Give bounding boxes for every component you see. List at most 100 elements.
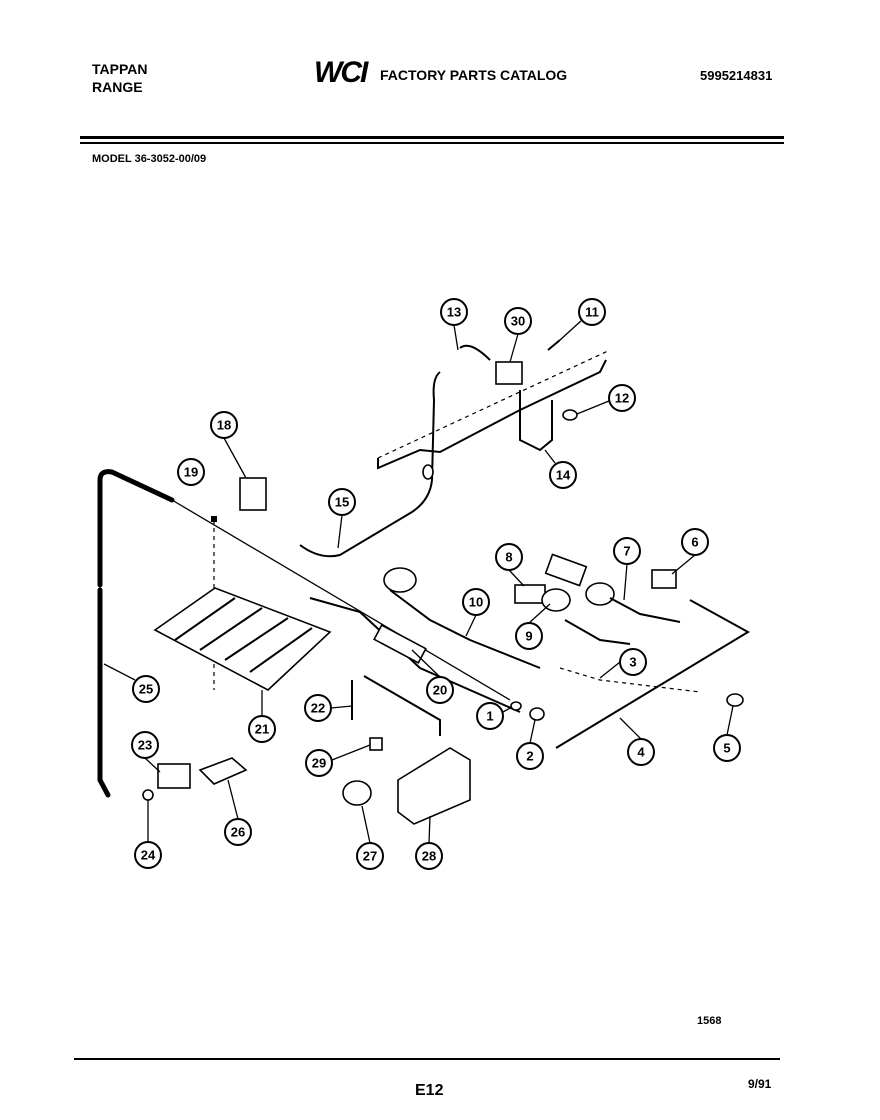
part-21-shield xyxy=(153,587,332,691)
part-10-tube xyxy=(389,589,541,669)
part-29-clip xyxy=(369,737,383,751)
callout-15: 15 xyxy=(328,488,356,516)
callout-22: 22 xyxy=(304,694,332,722)
callout-6: 6 xyxy=(681,528,709,556)
callout-14: 14 xyxy=(549,461,577,489)
svg-text:21: 21 xyxy=(255,722,269,737)
svg-text:18: 18 xyxy=(217,418,231,433)
svg-text:8: 8 xyxy=(505,550,512,565)
brand-name: TAPPAN xyxy=(92,61,148,77)
svg-text:3: 3 xyxy=(629,655,636,670)
catalog-title: FACTORY PARTS CATALOG xyxy=(380,67,568,83)
svg-text:25: 25 xyxy=(139,682,153,697)
page-number: E12 xyxy=(415,1082,444,1099)
part-11-screw xyxy=(547,339,561,351)
part-23-thermostat xyxy=(157,763,191,789)
part-21-ribs xyxy=(174,597,313,673)
part-7-tube xyxy=(609,597,681,623)
leader-3 xyxy=(559,667,701,693)
callout-18: 18 xyxy=(210,411,238,439)
svg-text:19: 19 xyxy=(184,465,198,480)
svg-text:7: 7 xyxy=(623,544,630,559)
svg-text:28: 28 xyxy=(422,849,436,864)
callout-27: 27 xyxy=(356,842,384,870)
svg-text:15: 15 xyxy=(335,495,349,510)
brand-block: TAPPAN RANGE xyxy=(92,60,147,96)
burner-left xyxy=(383,567,417,593)
callout-11: 11 xyxy=(578,298,606,326)
svg-text:12: 12 xyxy=(615,391,629,406)
model-label: MODEL 36-3052-00/09 xyxy=(92,153,207,165)
svg-text:5: 5 xyxy=(723,741,730,756)
svg-text:2: 2 xyxy=(526,749,533,764)
callout-23: 23 xyxy=(131,731,159,759)
svg-text:4: 4 xyxy=(637,745,645,760)
drawing-number: 1568 xyxy=(697,1015,722,1027)
part-19-pin xyxy=(211,516,217,522)
part-12-nut xyxy=(562,409,578,421)
part-4-manifold xyxy=(555,599,750,749)
callout-12: 12 xyxy=(608,384,636,412)
capillary-tube-lower xyxy=(97,587,111,798)
capillary-tube-upper xyxy=(97,469,175,588)
callout-30: 30 xyxy=(504,307,532,335)
catalog-number: 5995214831 xyxy=(700,68,773,83)
part-30-clip xyxy=(495,361,523,385)
part-6-switch xyxy=(651,569,677,589)
callout-28: 28 xyxy=(415,842,443,870)
part-1-nut xyxy=(510,701,522,711)
burner-tube-lower xyxy=(564,619,631,645)
part-18-switch xyxy=(239,477,267,511)
svg-text:29: 29 xyxy=(312,756,326,771)
leader-lines xyxy=(103,319,734,844)
svg-text:14: 14 xyxy=(556,468,571,483)
footer-rule xyxy=(74,1058,780,1060)
svg-text:1: 1 xyxy=(486,709,493,724)
callout-2: 2 xyxy=(516,742,544,770)
callout-10: 10 xyxy=(462,588,490,616)
callout-13: 13 xyxy=(440,298,468,326)
callout-29: 29 xyxy=(305,749,333,777)
svg-text:10: 10 xyxy=(469,595,483,610)
part-22-bracket xyxy=(351,675,441,736)
header-rule-top xyxy=(80,136,784,139)
svg-text:30: 30 xyxy=(511,314,525,329)
wci-logo: WCI xyxy=(314,56,371,86)
bracket-outline-a xyxy=(377,349,611,459)
part-27-knob xyxy=(342,780,372,806)
svg-text:6: 6 xyxy=(691,535,698,550)
product-type: RANGE xyxy=(92,79,143,95)
svg-text:9: 9 xyxy=(525,629,532,644)
burner-grate-bracket xyxy=(544,553,588,587)
callout-5: 5 xyxy=(713,734,741,762)
svg-text:26: 26 xyxy=(231,825,245,840)
part-2-fitting xyxy=(529,707,545,721)
callout-21: 21 xyxy=(248,715,276,743)
part-20-valve xyxy=(373,624,427,664)
svg-text:11: 11 xyxy=(585,305,599,320)
svg-text:20: 20 xyxy=(433,683,447,698)
callout-20: 20 xyxy=(426,676,454,704)
callout-19: 19 xyxy=(177,458,205,486)
page-date: 9/91 xyxy=(748,1077,772,1091)
callout-26: 26 xyxy=(224,818,252,846)
part-5-valve xyxy=(726,693,744,707)
header-rule-bottom xyxy=(80,142,784,144)
callout-8: 8 xyxy=(495,543,523,571)
callout-1: 1 xyxy=(476,702,504,730)
part-24-screw xyxy=(142,789,154,801)
svg-text:24: 24 xyxy=(141,848,156,863)
svg-text:13: 13 xyxy=(447,305,461,320)
callout-7: 7 xyxy=(613,537,641,565)
callout-25: 25 xyxy=(132,675,160,703)
callout-4: 4 xyxy=(627,738,655,766)
orifice-fitting xyxy=(422,464,434,480)
callout-24: 24 xyxy=(134,841,162,869)
callout-3: 3 xyxy=(619,648,647,676)
bracket-top xyxy=(377,359,607,470)
part-28-box xyxy=(397,747,471,825)
svg-text:WCI: WCI xyxy=(314,56,369,86)
svg-text:22: 22 xyxy=(311,701,325,716)
burner-right xyxy=(585,582,615,606)
